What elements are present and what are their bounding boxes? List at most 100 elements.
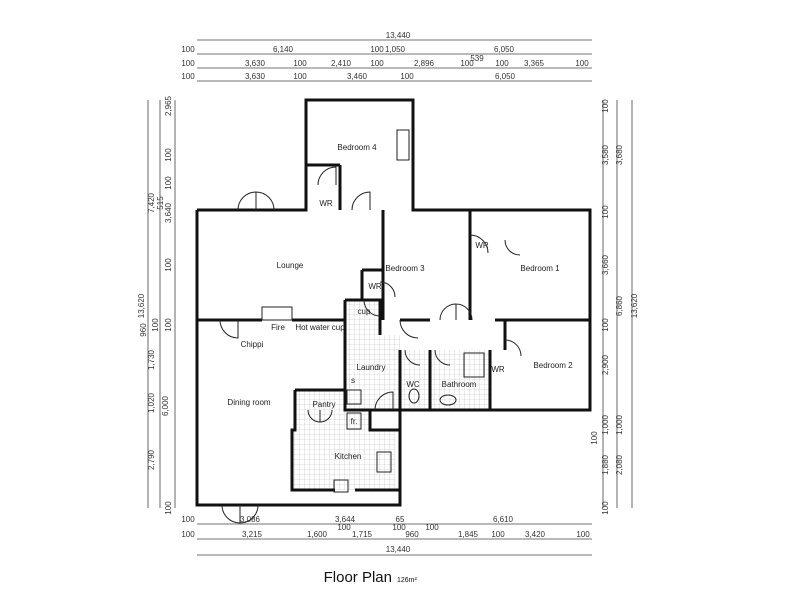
dimension-left: 100 bbox=[151, 318, 160, 332]
dimension-top: 100 bbox=[370, 45, 384, 54]
fixtures bbox=[261, 129, 485, 493]
dimension-top: 2,410 bbox=[331, 59, 352, 68]
dimension-top: 6,050 bbox=[495, 72, 516, 81]
dimension-bottom: 960 bbox=[405, 530, 419, 539]
room-bedroom-1: Bedroom 1 bbox=[520, 264, 560, 273]
dimension-bottom: 1,715 bbox=[352, 530, 373, 539]
dimension-bottom: 3,086 bbox=[240, 515, 261, 524]
dimension-top: 100 bbox=[293, 72, 307, 81]
dimension-bottom: 100 bbox=[337, 523, 351, 532]
dimension-left: 1,020 bbox=[147, 392, 156, 413]
dimension-top: 3,630 bbox=[245, 72, 266, 81]
dimension-right: 3,580 bbox=[601, 144, 610, 165]
dimension-bottom: 3,215 bbox=[242, 530, 263, 539]
dimension-right: 100 bbox=[601, 318, 610, 332]
fireplace bbox=[261, 306, 293, 321]
dimension-right: 1,000 bbox=[601, 414, 610, 435]
room-hot-water-cup: Hot water cup bbox=[295, 323, 345, 332]
room-bedroom-3: Bedroom 3 bbox=[385, 264, 425, 273]
dimension-top: 100 bbox=[575, 59, 589, 68]
dimension-top: 100 bbox=[400, 72, 414, 81]
dimension-left: 100 bbox=[164, 148, 173, 162]
dimension-bottom: 100 bbox=[576, 530, 590, 539]
room-bedroom-2: Bedroom 2 bbox=[533, 361, 573, 370]
toilet bbox=[408, 388, 420, 404]
dimension-top: 100 bbox=[370, 59, 384, 68]
room-chippi: Chippi bbox=[241, 340, 264, 349]
dimension-right: 100 bbox=[601, 501, 610, 515]
dimension-top: 13,440 bbox=[386, 31, 411, 40]
dimension-left: 13,620 bbox=[137, 293, 146, 318]
kitchen-sink bbox=[333, 479, 349, 493]
laundry-tub bbox=[346, 389, 362, 405]
dimension-left: 3,640 bbox=[164, 202, 173, 223]
cooktop bbox=[376, 451, 392, 473]
room-wr-bedroom-3: WR bbox=[368, 282, 382, 291]
dimension-top: 100 bbox=[181, 72, 195, 81]
dimension-bottom: 100 bbox=[181, 530, 195, 539]
dimension-bottom: 100 bbox=[425, 523, 439, 532]
dimension-top: 3,365 bbox=[524, 59, 545, 68]
room-cup: cup bbox=[358, 307, 371, 316]
shower bbox=[463, 352, 485, 378]
dimension-left: 100 bbox=[164, 501, 173, 515]
dimension-bottom: 100 bbox=[181, 515, 195, 524]
dimension-top: 3,630 bbox=[245, 59, 266, 68]
dimension-left: 515 bbox=[156, 196, 165, 210]
dimension-left: 1,730 bbox=[147, 349, 156, 370]
dimension-bottom: 1,845 bbox=[458, 530, 479, 539]
dimension-top: 6,140 bbox=[273, 45, 294, 54]
room-lounge: Lounge bbox=[277, 261, 304, 270]
dimension-left: 2,965 bbox=[164, 95, 173, 116]
dimension-right: 3,680 bbox=[615, 144, 624, 165]
dimension-left: 7,420 bbox=[147, 192, 156, 213]
dimension-left: 100 bbox=[164, 318, 173, 332]
dimension-left: 100 bbox=[164, 176, 173, 190]
dimension-right: 100 bbox=[601, 99, 610, 113]
room-bedroom-4: Bedroom 4 bbox=[337, 143, 377, 152]
sink-label: s bbox=[351, 376, 355, 385]
basin bbox=[439, 394, 457, 406]
dimension-top: 100 bbox=[460, 59, 474, 68]
dimension-top: 1,050 bbox=[385, 45, 406, 54]
dimension-right: 100 bbox=[601, 205, 610, 219]
room-laundry: Laundry bbox=[357, 363, 386, 372]
dimension-right: 100 bbox=[590, 431, 599, 445]
walls bbox=[195, 98, 592, 507]
room-wr-bedroom-2: WR bbox=[491, 365, 505, 374]
room-bathroom: Bathroom bbox=[442, 380, 477, 389]
room-wr-bedroom-1: WR bbox=[475, 241, 489, 250]
room-pantry: Pantry bbox=[312, 400, 335, 409]
plan-title: Floor Plan bbox=[324, 569, 392, 586]
dimension-left: 960 bbox=[139, 323, 148, 337]
room-kitchen: Kitchen bbox=[335, 452, 362, 461]
dimension-left: 100 bbox=[164, 258, 173, 272]
room-wr-bedroom-4: WR bbox=[319, 199, 333, 208]
dimension-bottom: 65 bbox=[396, 515, 405, 524]
dimension-right: 2,900 bbox=[601, 354, 610, 375]
room-dining: Dining room bbox=[227, 398, 270, 407]
room-fire: Fire bbox=[271, 323, 285, 332]
dimension-bottom: 100 bbox=[491, 530, 505, 539]
dimension-bottom: 3,644 bbox=[335, 515, 356, 524]
room-labels: Bedroom 4 WR Lounge Bedroom 3 Bedroom 1 … bbox=[227, 143, 573, 461]
dimension-right: 2,080 bbox=[615, 454, 624, 475]
dimension-left: 6,000 bbox=[161, 395, 170, 416]
dimension-top: 100 bbox=[495, 59, 509, 68]
dimension-right: 13,620 bbox=[630, 293, 639, 318]
dimension-bottom: 13,440 bbox=[386, 545, 411, 554]
fridge-label: fr. bbox=[351, 417, 358, 426]
dimension-bottom: 1,600 bbox=[307, 530, 328, 539]
dimension-bottom: 3,420 bbox=[525, 530, 546, 539]
dimension-right: 6,860 bbox=[615, 295, 624, 316]
dimension-right: 1,880 bbox=[601, 454, 610, 475]
dimension-top: 6,050 bbox=[494, 45, 515, 54]
dimension-left: 2,790 bbox=[147, 449, 156, 470]
dimension-bottom: 100 bbox=[392, 523, 406, 532]
dimension-lines bbox=[147, 39, 633, 556]
fridge bbox=[346, 412, 362, 430]
dimension-top: 100 bbox=[181, 45, 195, 54]
dimension-top: 3,460 bbox=[347, 72, 368, 81]
